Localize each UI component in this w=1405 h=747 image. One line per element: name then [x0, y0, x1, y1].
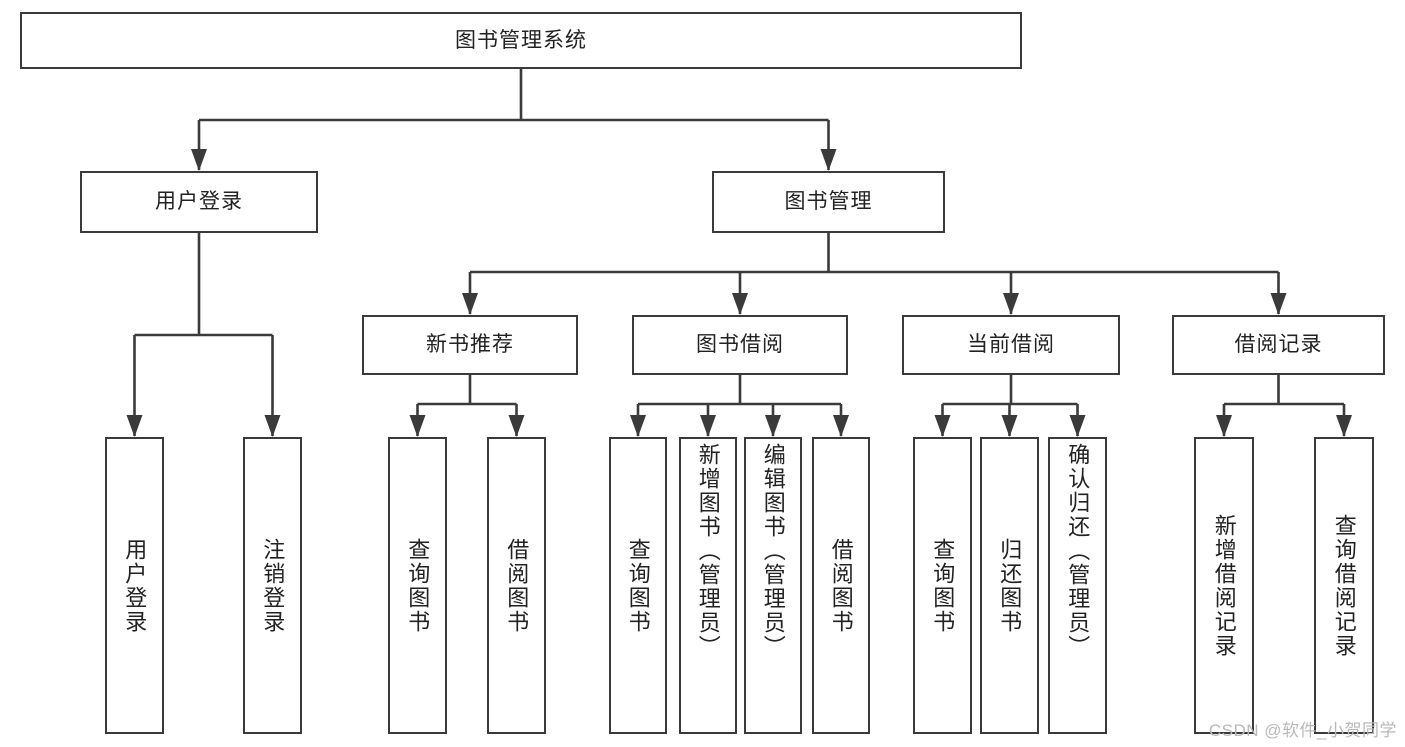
node-book-manage[interactable]: 图书管理	[712, 171, 945, 233]
node-borrow-record[interactable]: 借阅记录	[1172, 315, 1385, 375]
edge-user-login-bus-arrow-1	[264, 415, 281, 437]
node-leaf-edit-book-admin[interactable]: 编辑图书（管理员）	[744, 437, 802, 734]
node-leaf-confirm-return-admin[interactable]: 确认归还（管理员）	[1048, 437, 1107, 734]
edge-root-bus-arrow-1	[820, 149, 837, 171]
node-leaf-borrow-book[interactable]: 借阅图书	[812, 437, 870, 734]
edge-book-manage-bus-arrow-2	[1003, 293, 1019, 315]
node-user-login[interactable]: 用户登录	[80, 171, 318, 233]
edge-root-bus-arrow-0	[191, 149, 207, 171]
edge-recommend-bus-arrow-0	[409, 415, 426, 437]
node-label: 编辑图书（管理员）	[760, 443, 786, 659]
edge-borrow-bus-arrow-1	[700, 415, 716, 437]
node-label: 新书推荐	[426, 333, 514, 357]
node-leaf-borrow-book-rec[interactable]: 借阅图书	[487, 437, 546, 734]
node-label: 借阅图书	[828, 537, 854, 634]
node-label: 借阅图书	[504, 537, 530, 634]
edge-current-bus-arrow-0	[934, 415, 951, 437]
node-label: 查询图书	[625, 537, 651, 634]
node-label: 图书管理系统	[455, 28, 587, 52]
node-label: 注销登录	[260, 537, 286, 634]
edge-borrow-bus-arrow-3	[833, 415, 849, 437]
node-leaf-logout[interactable]: 注销登录	[243, 437, 302, 734]
node-label: 借阅记录	[1234, 333, 1323, 357]
node-leaf-add-book-admin[interactable]: 新增图书（管理员）	[679, 437, 737, 734]
node-leaf-query-book-rec[interactable]: 查询图书	[388, 437, 447, 734]
node-label: 图书借阅	[696, 333, 784, 357]
node-label: 图书管理	[784, 190, 873, 214]
node-label: 新增借阅记录	[1211, 513, 1237, 658]
edge-book-manage-bus-arrow-0	[462, 293, 478, 315]
edge-borrow-bus-arrow-0	[630, 415, 646, 437]
node-current-borrow[interactable]: 当前借阅	[902, 315, 1120, 375]
node-label: 查询借阅记录	[1331, 513, 1357, 658]
node-leaf-return-book[interactable]: 归还图书	[980, 437, 1039, 734]
node-label: 用户登录	[122, 537, 148, 634]
node-label: 查询图书	[930, 537, 956, 634]
edge-book-manage-bus-arrow-3	[1270, 293, 1287, 315]
edge-book-manage-bus-arrow-1	[732, 293, 748, 315]
node-label: 当前借阅	[967, 333, 1055, 357]
node-label: 确认归还（管理员）	[1065, 443, 1091, 659]
node-leaf-user-login[interactable]: 用户登录	[105, 437, 164, 734]
watermark-label: CSDN @软件_小贺同学	[1208, 721, 1397, 740]
node-label: 查询图书	[405, 537, 431, 634]
node-leaf-query-borrow-record[interactable]: 查询借阅记录	[1314, 437, 1374, 734]
edge-record-bus-arrow-1	[1336, 415, 1352, 437]
node-leaf-query-book-borrow[interactable]: 查询图书	[609, 437, 667, 734]
edge-recommend-bus-arrow-1	[508, 415, 525, 437]
edge-user-login-bus-arrow-0	[126, 415, 143, 437]
edge-current-bus-arrow-2	[1069, 415, 1086, 437]
node-leaf-query-book-current[interactable]: 查询图书	[913, 437, 972, 734]
edge-borrow-bus-arrow-2	[765, 415, 781, 437]
node-label: 归还图书	[997, 537, 1023, 634]
edge-record-bus-arrow-0	[1216, 415, 1232, 437]
node-label: 新增图书（管理员）	[695, 443, 721, 659]
node-label: 用户登录	[155, 190, 243, 214]
node-leaf-add-borrow-record[interactable]: 新增借阅记录	[1194, 437, 1254, 734]
edge-current-bus-arrow-1	[1001, 415, 1018, 437]
node-new-book-recommend[interactable]: 新书推荐	[362, 315, 578, 375]
node-root[interactable]: 图书管理系统	[20, 12, 1022, 69]
node-book-borrow[interactable]: 图书借阅	[632, 315, 848, 375]
